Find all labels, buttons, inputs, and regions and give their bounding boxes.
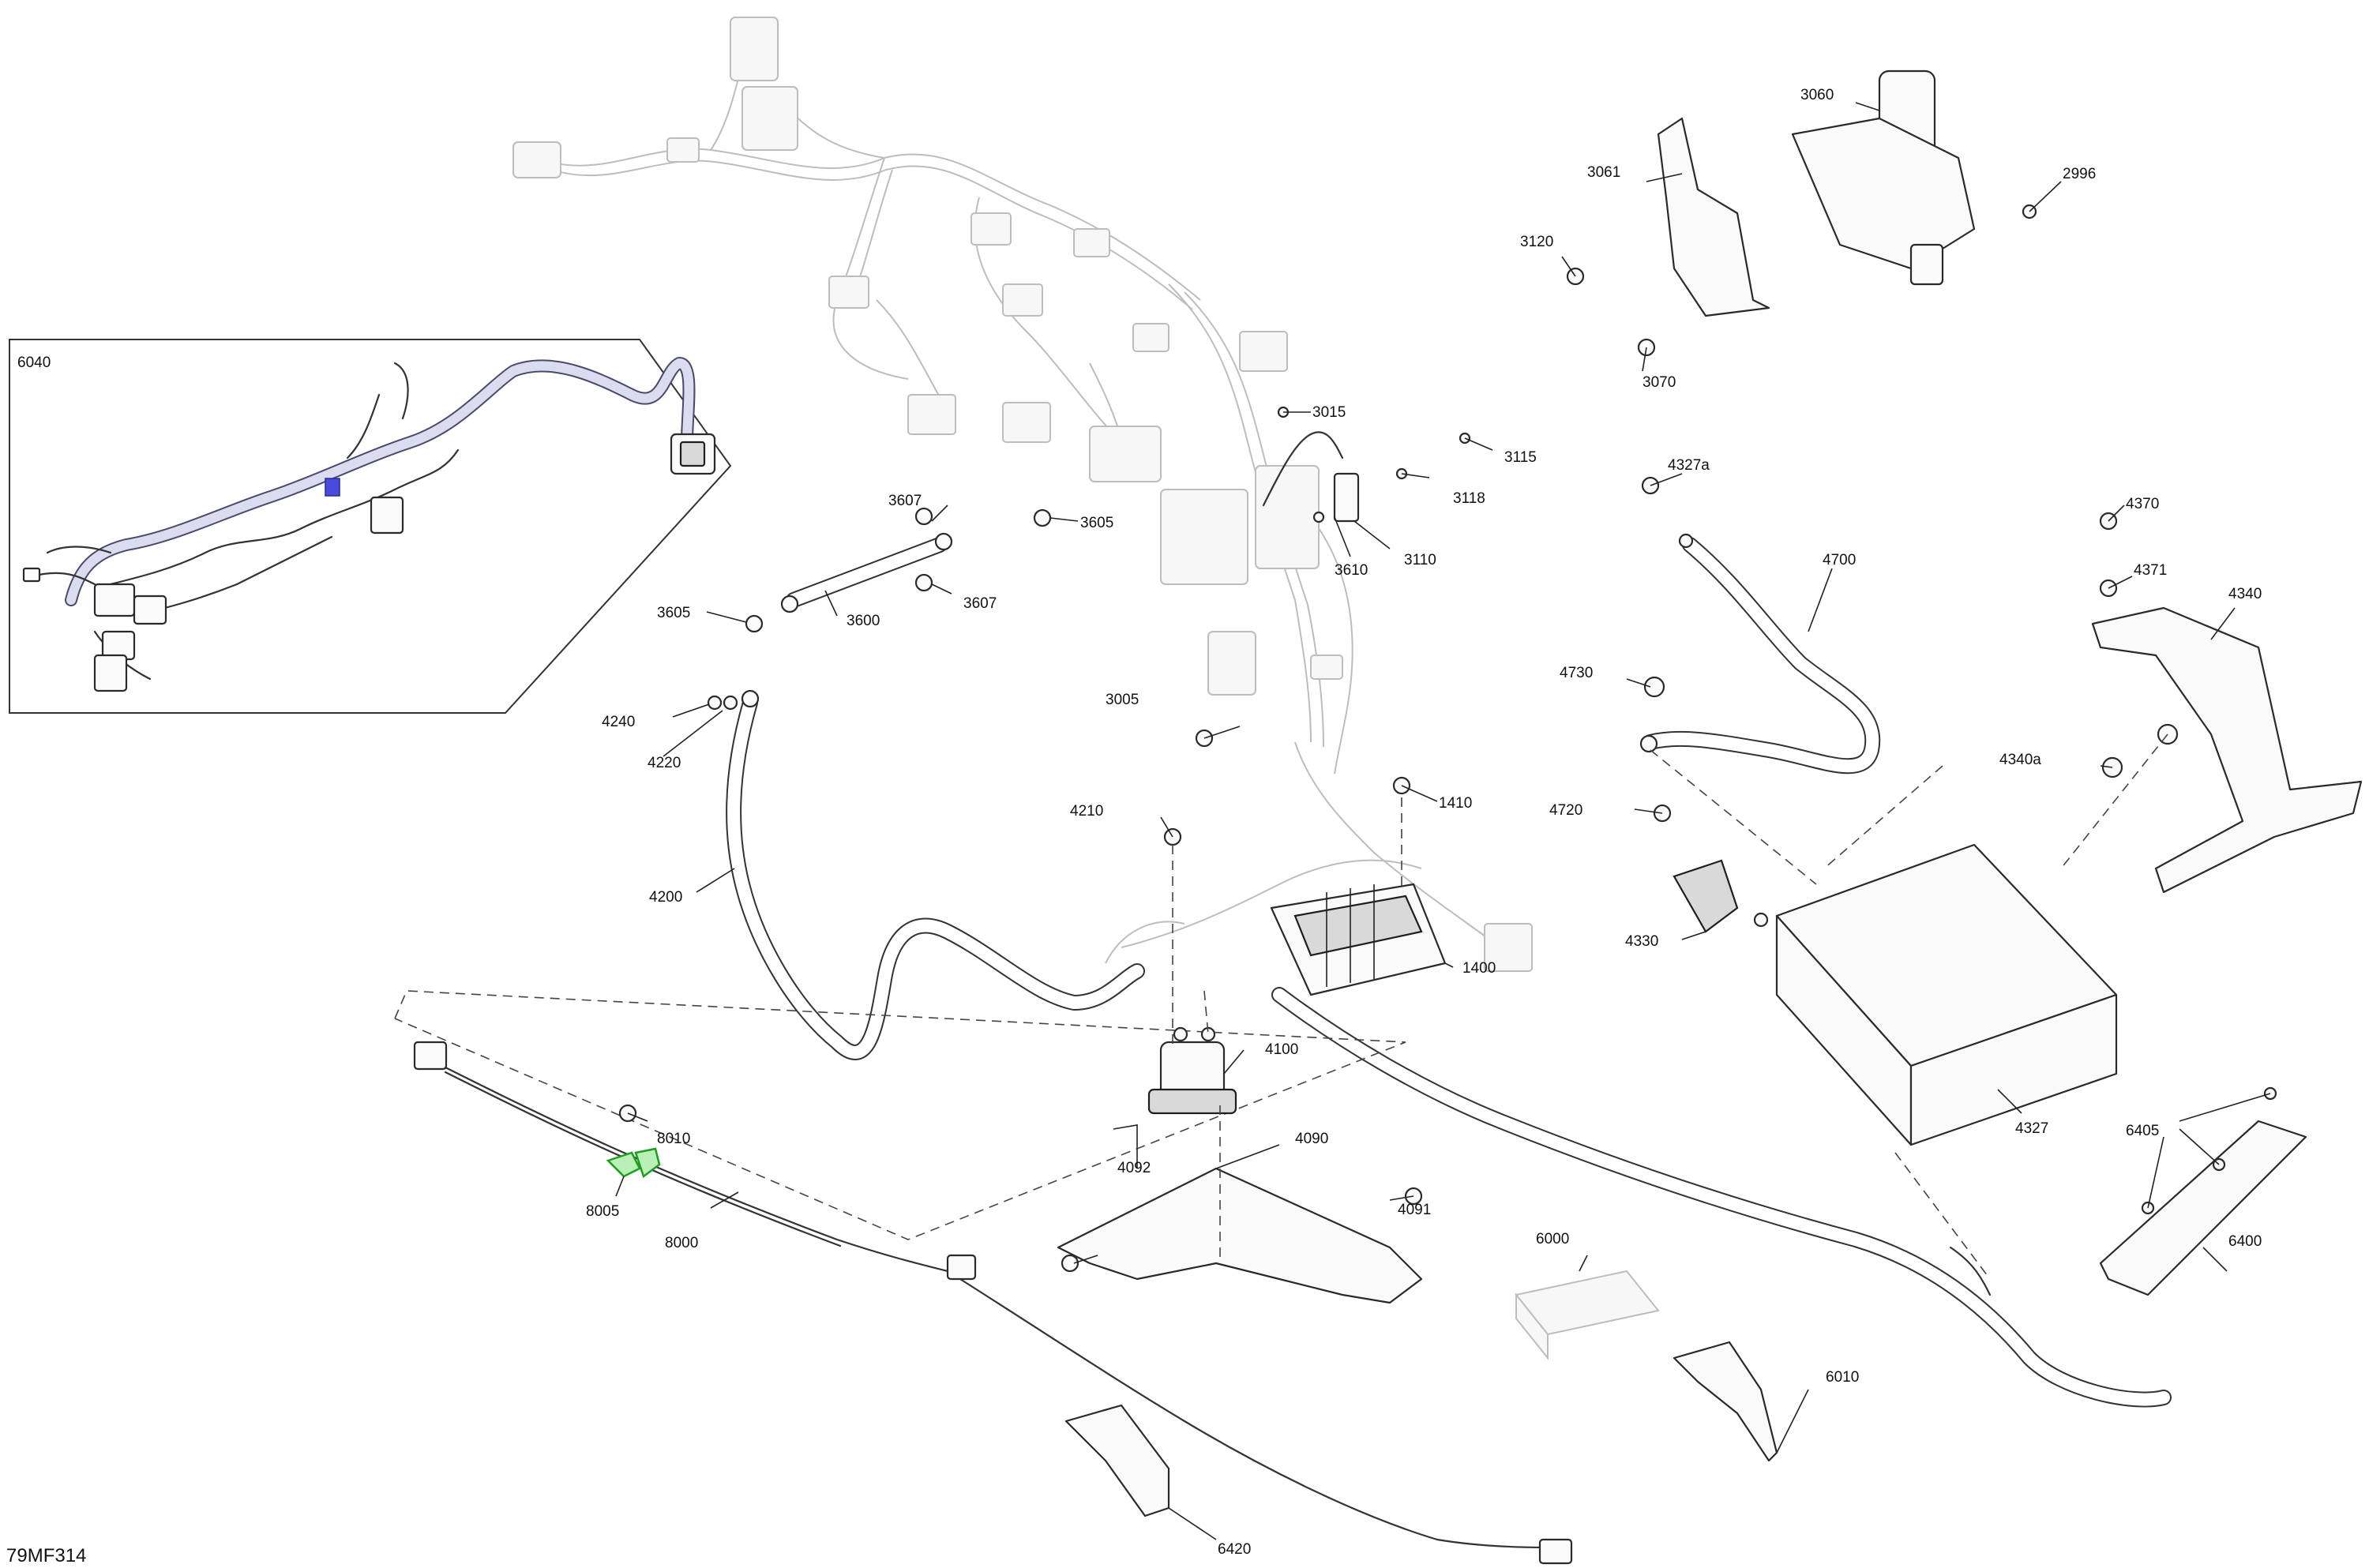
callout-3115: 3115: [1504, 449, 1537, 466]
bracket-3061: [1657, 117, 1770, 317]
callout-1400: 1400: [1462, 960, 1496, 977]
callout-3605: 3605: [1080, 515, 1113, 531]
callout-4370: 4370: [2126, 496, 2159, 512]
callout-4240: 4240: [602, 714, 635, 730]
starter-solenoid-4100: [1147, 1026, 1237, 1115]
callout-4092: 4092: [1117, 1160, 1151, 1176]
dashed-assembly-outline: [394, 990, 1406, 1240]
callout-4720: 4720: [1549, 802, 1582, 819]
inset-6040: 6040: [9, 339, 732, 714]
callout-4700: 4700: [1823, 552, 1856, 568]
callout-3605: 3605: [657, 605, 690, 621]
battery-cable-4700: [1639, 533, 1881, 775]
fasteners: [618, 204, 2277, 1273]
callout-3070: 3070: [1643, 374, 1676, 391]
callout-8005: 8005: [586, 1203, 619, 1220]
callout-2996: 2996: [2063, 166, 2096, 182]
callout-3610: 3610: [1335, 562, 1368, 579]
battery-cable-4200: [726, 689, 1145, 1060]
callout-3015: 3015: [1312, 404, 1346, 421]
bracket-6420: [1064, 1404, 1170, 1517]
callout-4100: 4100: [1265, 1041, 1298, 1058]
guard-6400: [2099, 1120, 2307, 1296]
callout-3060: 3060: [1800, 87, 1834, 103]
harness-main-lower: [1271, 987, 2172, 1408]
callout-4327a: 4327a: [1668, 457, 1710, 474]
callout-6405: 6405: [2126, 1123, 2159, 1139]
callout-3120: 3120: [1520, 234, 1553, 250]
callout-3005: 3005: [1106, 692, 1139, 708]
callout-4330: 4330: [1625, 933, 1658, 950]
callout-6000: 6000: [1536, 1231, 1569, 1247]
ground-cable-3600: [780, 532, 953, 617]
callout-3061: 3061: [1587, 164, 1620, 181]
callout-6010: 6010: [1826, 1369, 1859, 1386]
cable-8000: [413, 1041, 1573, 1565]
leader-lines: [615, 102, 2271, 1540]
callout-4220: 4220: [648, 755, 681, 771]
diagram-reference: 79MF314: [6, 1545, 86, 1566]
callout-3607: 3607: [963, 595, 997, 612]
callout-3118: 3118: [1453, 490, 1485, 507]
voltage-regulator-1400: [1270, 883, 1447, 996]
bracket-4340: [2091, 606, 2363, 894]
harness-6040: [22, 357, 716, 692]
battery-4327: [1775, 843, 2118, 1146]
main-harness-ghost: [512, 17, 1533, 972]
callout-3110: 3110: [1404, 552, 1436, 568]
callout-8000: 8000: [665, 1235, 698, 1251]
callout-8010: 8010: [657, 1131, 690, 1147]
callout-6420: 6420: [1218, 1541, 1251, 1558]
callout-4730: 4730: [1560, 665, 1593, 681]
callout-4090: 4090: [1295, 1131, 1328, 1147]
callout-4091: 4091: [1398, 1202, 1431, 1218]
callout-6400: 6400: [2228, 1233, 2262, 1250]
callout-4200: 4200: [649, 889, 682, 906]
terminal-cover-4330: [1673, 859, 1739, 933]
sensor-3110: [1262, 431, 1360, 523]
callout-4327: 4327: [2015, 1120, 2048, 1137]
callout-labels: 3607 3605 3605 3600 3607 4240 4220 4200 …: [586, 87, 2262, 1558]
callout-1410: 1410: [1439, 795, 1472, 812]
callout-3600: 3600: [847, 613, 880, 629]
inset-label: 6040: [17, 354, 51, 371]
module-6000: [1515, 1270, 1660, 1360]
callout-4210: 4210: [1070, 803, 1103, 820]
callout-3607: 3607: [888, 493, 922, 509]
bracket-6010: [1673, 1341, 1778, 1462]
callout-4340a: 4340a: [1999, 752, 2041, 768]
callout-4371: 4371: [2134, 562, 2167, 579]
actuator-3060: [1791, 69, 1976, 286]
support-plate-4090: [1057, 1167, 1423, 1304]
callout-4340: 4340: [2228, 586, 2262, 602]
